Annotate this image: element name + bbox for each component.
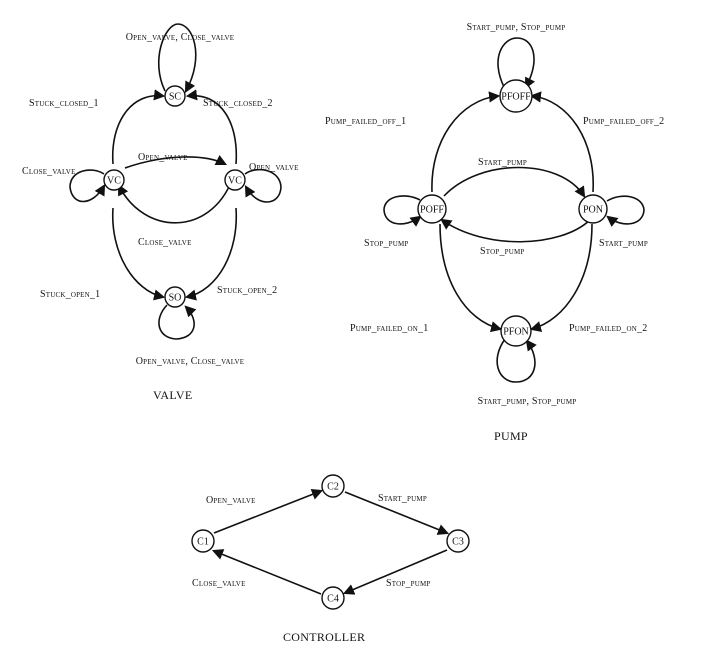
controller-edge-start-pump bbox=[344, 491, 450, 535]
svg-text:VC: VC bbox=[228, 176, 242, 187]
controller-label-start-pump: Start_pump bbox=[378, 493, 427, 504]
valve-edge-open-valve-top bbox=[124, 154, 228, 169]
valve-edge-close-valve-bottom bbox=[117, 179, 233, 224]
valve-edge-stuck-closed-1 bbox=[111, 89, 166, 165]
pump-diagram: PFOFF POFF PON PFON Start_pump, Stop_pum… bbox=[325, 22, 664, 443]
valve-title: VALVE bbox=[153, 388, 193, 402]
pump-label-failed-off-1: Pump_failed_off_1 bbox=[325, 116, 406, 127]
pump-label-start-pump-loop: Start_pump bbox=[599, 238, 648, 249]
pump-poff-self-loop bbox=[383, 195, 422, 227]
svg-text:PON: PON bbox=[583, 205, 603, 216]
valve-node-so: SO bbox=[164, 286, 186, 308]
pump-node-pfoff: PFOFF bbox=[499, 79, 533, 113]
valve-label-open-valve-top: Open_valve bbox=[138, 152, 188, 163]
valve-sc-self-loop bbox=[157, 23, 197, 93]
valve-edge-stuck-open-1 bbox=[112, 207, 166, 301]
pump-label-stop-pump-loop: Stop_pump bbox=[364, 238, 409, 249]
pump-title: PUMP bbox=[494, 429, 528, 443]
valve-label-stuck-closed-2: Stuck_closed_2 bbox=[203, 98, 273, 109]
valve-label-stuck-closed-1: Stuck_closed_1 bbox=[29, 98, 99, 109]
valve-label-so-loop: Open_valve, Close_valve bbox=[136, 356, 245, 367]
svg-text:C3: C3 bbox=[452, 537, 464, 548]
pump-node-pfon: PFON bbox=[500, 315, 532, 347]
valve-label-open-valve-loop: Open_valve bbox=[249, 162, 299, 173]
pump-edge-stop-pump-bottom bbox=[440, 218, 591, 243]
pump-edge-start-pump-top bbox=[443, 166, 586, 198]
controller-label-close-valve: Close_valve bbox=[192, 578, 246, 589]
pump-pon-self-loop bbox=[606, 195, 645, 227]
pump-node-poff: POFF bbox=[417, 194, 447, 224]
controller-node-c3: C3 bbox=[446, 529, 470, 553]
pump-edge-failed-off-2 bbox=[529, 91, 594, 193]
svg-text:PFOFF: PFOFF bbox=[501, 92, 531, 103]
valve-label-close-valve-loop: Close_valve bbox=[22, 166, 76, 177]
valve-diagram: SC VC VC SO Open_valve, Close_valve Stuc… bbox=[22, 23, 299, 402]
controller-label-stop-pump: Stop_pump bbox=[386, 578, 431, 589]
svg-text:POFF: POFF bbox=[420, 205, 444, 216]
controller-edge-open-valve bbox=[213, 489, 324, 534]
pump-edge-failed-on-2 bbox=[529, 223, 593, 333]
pump-label-pfon-loop: Start_pump, Stop_pump bbox=[478, 396, 577, 407]
pump-label-failed-on-2: Pump_failed_on_2 bbox=[569, 323, 647, 334]
svg-text:SO: SO bbox=[169, 293, 182, 304]
valve-vc-right-self-loop bbox=[244, 168, 282, 203]
valve-edge-stuck-closed-2 bbox=[185, 89, 238, 165]
controller-node-c4: C4 bbox=[321, 586, 345, 610]
valve-vc-left-self-loop bbox=[69, 169, 106, 203]
pump-node-pon: PON bbox=[578, 194, 608, 224]
controller-diagram: C1 C2 C3 C4 Open_valve Start_pump Stop_p… bbox=[191, 474, 470, 644]
pump-label-start-pump-top: Start_pump bbox=[478, 157, 527, 168]
valve-so-self-loop bbox=[158, 304, 197, 340]
controller-edge-stop-pump bbox=[342, 549, 448, 595]
valve-label-stuck-open-2: Stuck_open_2 bbox=[217, 285, 277, 296]
svg-text:VC: VC bbox=[107, 176, 121, 187]
pump-pfon-self-loop bbox=[496, 338, 537, 383]
pump-pfoff-self-loop bbox=[497, 37, 536, 89]
valve-node-vc-left: VC bbox=[103, 169, 125, 191]
pump-label-failed-on-1: Pump_failed_on_1 bbox=[350, 323, 428, 334]
svg-text:SC: SC bbox=[169, 92, 182, 103]
valve-edge-stuck-open-2 bbox=[184, 207, 238, 301]
pump-edge-failed-on-1 bbox=[439, 223, 503, 333]
pump-label-stop-pump-bottom: Stop_pump bbox=[480, 246, 525, 257]
controller-label-open-valve: Open_valve bbox=[206, 495, 256, 506]
svg-text:C4: C4 bbox=[327, 594, 339, 605]
pump-edge-failed-off-1 bbox=[431, 91, 501, 193]
valve-label-sc-loop: Open_valve, Close_valve bbox=[126, 32, 235, 43]
pump-label-pfoff-loop: Start_pump, Stop_pump bbox=[467, 22, 566, 33]
controller-node-c2: C2 bbox=[321, 474, 345, 498]
controller-title: CONTROLLER bbox=[283, 630, 365, 644]
svg-text:PFON: PFON bbox=[503, 327, 529, 338]
controller-edge-close-valve bbox=[211, 549, 322, 595]
valve-label-stuck-open-1: Stuck_open_1 bbox=[40, 289, 100, 300]
svg-text:C1: C1 bbox=[197, 537, 209, 548]
pump-label-failed-off-2: Pump_failed_off_2 bbox=[583, 116, 664, 127]
valve-node-vc-right: VC bbox=[224, 169, 246, 191]
svg-text:C2: C2 bbox=[327, 482, 339, 493]
valve-node-sc: SC bbox=[164, 85, 186, 107]
valve-label-close-valve-bottom: Close_valve bbox=[138, 237, 192, 248]
controller-node-c1: C1 bbox=[191, 529, 215, 553]
